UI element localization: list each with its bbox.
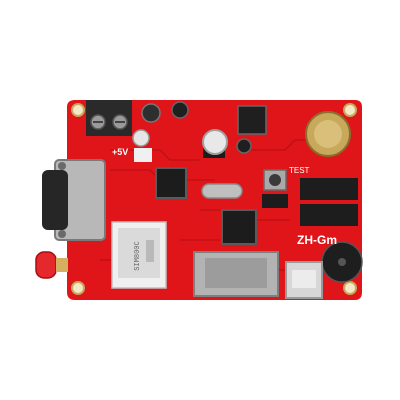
gsm-module: SIM800C (111, 221, 167, 289)
pin-header-top (300, 178, 358, 200)
reset-button (263, 169, 287, 191)
sim-card-holder (193, 251, 279, 297)
db9-serial-connector (42, 159, 106, 241)
mcu-chip (221, 209, 257, 245)
regulator-chip (237, 105, 267, 135)
power-terminal-block (86, 100, 132, 136)
coin-battery (305, 111, 351, 157)
main-chip (155, 167, 187, 199)
pin-header-bottom (300, 204, 358, 226)
mounting-holes (71, 103, 357, 295)
test-label: TEST (289, 166, 310, 175)
buzzer (321, 241, 363, 283)
small-ic (262, 194, 288, 208)
capacitors (132, 101, 252, 162)
module-marking: SIM800C (134, 241, 142, 270)
usb-port (285, 261, 323, 299)
power-label: +5V (112, 147, 128, 157)
board-label: ZH-Gm (297, 233, 337, 247)
antenna-connector (35, 251, 68, 279)
crystal-oscillator (201, 183, 243, 199)
